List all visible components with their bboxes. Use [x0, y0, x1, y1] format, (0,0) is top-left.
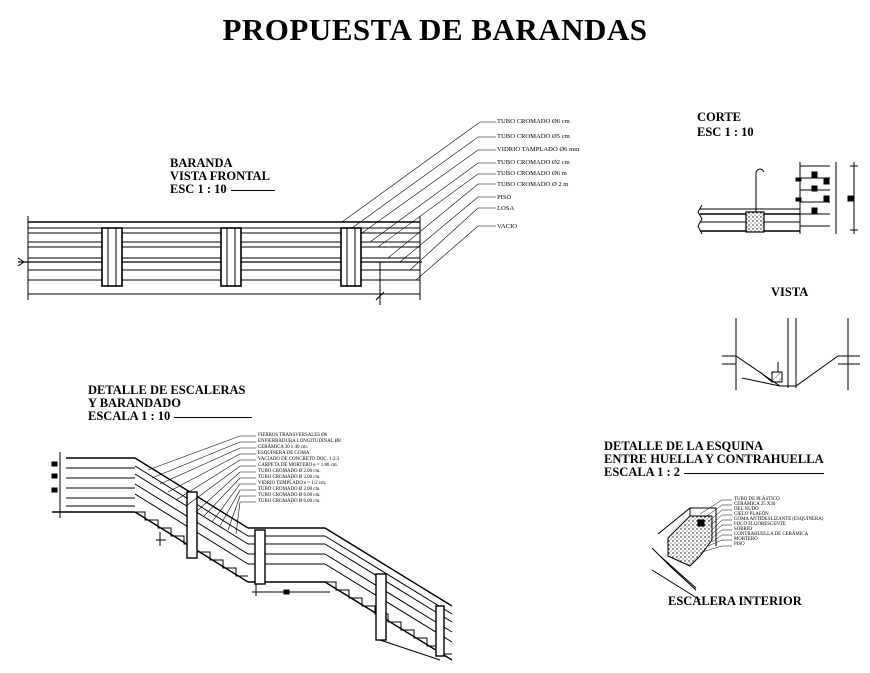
front-view-leaders: [341, 121, 496, 281]
section-label: CORTE ESC 1 : 10: [697, 110, 754, 139]
vista-label: VISTA: [771, 285, 809, 299]
stair-scale: ESCALA 1 : 10: [88, 409, 171, 423]
stair-leaders: [147, 435, 256, 535]
page-title: PROPUESTA DE BARANDAS: [222, 12, 648, 47]
front-view-scale: ESC 1 : 10: [170, 182, 227, 196]
stair-label: DETALLE DE ESCALERAS Y BARANDADO ESCALA …: [88, 384, 253, 423]
corner-label: DETALLE DE LA ESQUINA ENTRE HUELLA Y CON…: [604, 439, 825, 479]
front-view-notes: TUBO CROMADO Ø6 cm TUBO CROMADO Ø5 cm VI…: [497, 118, 580, 230]
front-view-railing: [17, 216, 422, 305]
corner-notes: TUBO DE PLÁSTICO CERÁMICA 25 X30 DEL NUD…: [734, 497, 824, 547]
vista-drawing: [722, 318, 860, 390]
corner-leaders: [699, 499, 732, 553]
stair-notes: FIERROS TRANSVERSALES Ø6 ENFIERRADURA LO…: [258, 433, 341, 504]
stair-drawing: [51, 452, 453, 661]
corner-drawing: [651, 507, 717, 601]
interior-stair-label: ESCALERA INTERIOR: [668, 594, 802, 608]
section-drawing: [697, 162, 858, 235]
corner-scale: ESCALA 1 : 2: [604, 465, 681, 479]
front-view-label: BARANDA VISTA FRONTAL ESC 1 : 10: [170, 157, 275, 196]
